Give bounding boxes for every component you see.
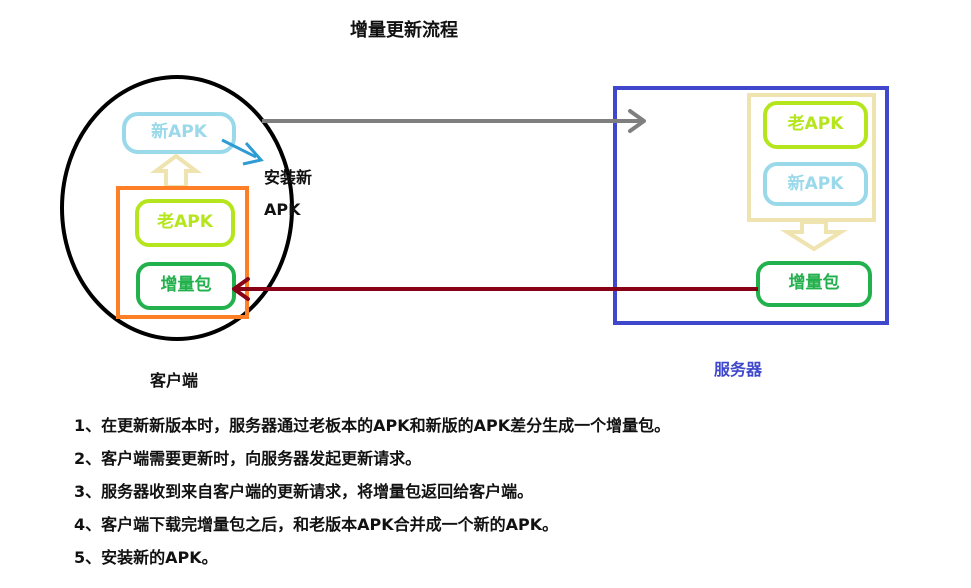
server-patch-box [756, 261, 872, 307]
server-old-apk-label: 老APK [787, 114, 844, 134]
response-arrow-head [232, 277, 250, 301]
install-arrow-head [242, 142, 264, 166]
client-old-apk-label: 老APK [157, 212, 213, 232]
merge-up-arrow [150, 153, 202, 189]
client-circle [60, 75, 294, 341]
client-new-apk-box [122, 112, 236, 154]
step-item: 3、服务器收到来自客户端的更新请求，将增量包返回给客户端。 [74, 482, 534, 501]
steps-list: 1、在更新新版本时，服务器通过老板本的APK和新版的APK差分生成一个增量包。 … [74, 412, 670, 577]
step-item: 2、客户端需要更新时，向服务器发起更新请求。 [74, 449, 422, 468]
server-label: 服务器 [714, 360, 763, 379]
client-patch-label: 增量包 [160, 275, 212, 295]
server-old-apk-box [763, 101, 868, 149]
install-new-apk-label: 安装新 APK [264, 162, 324, 226]
step-item: 1、在更新新版本时，服务器通过老板本的APK和新版的APK差分生成一个增量包。 [74, 416, 671, 435]
server-new-apk-label: 新APK [787, 174, 844, 194]
server-new-apk-box [763, 162, 868, 206]
install-label-line2: APK [264, 200, 301, 219]
client-orange-frame [116, 186, 249, 319]
client-old-apk-box [135, 199, 235, 247]
client-new-apk-label: 新APK [151, 122, 207, 142]
step-item: 4、客户端下载完增量包之后，和老版本APK合并成一个新的APK。 [74, 515, 559, 534]
server-frame [613, 86, 889, 325]
install-label-line1: 安装新 [264, 168, 313, 187]
install-arrow-line [221, 138, 257, 159]
step-item: 5、安装新的APK。 [74, 548, 218, 567]
server-patch-label: 增量包 [788, 273, 840, 293]
client-patch-box [136, 262, 236, 310]
diagram-title: 增量更新流程 [350, 20, 458, 41]
client-label: 客户端 [150, 371, 199, 390]
request-arrow-head [628, 109, 646, 133]
diff-down-arrow [780, 220, 848, 252]
